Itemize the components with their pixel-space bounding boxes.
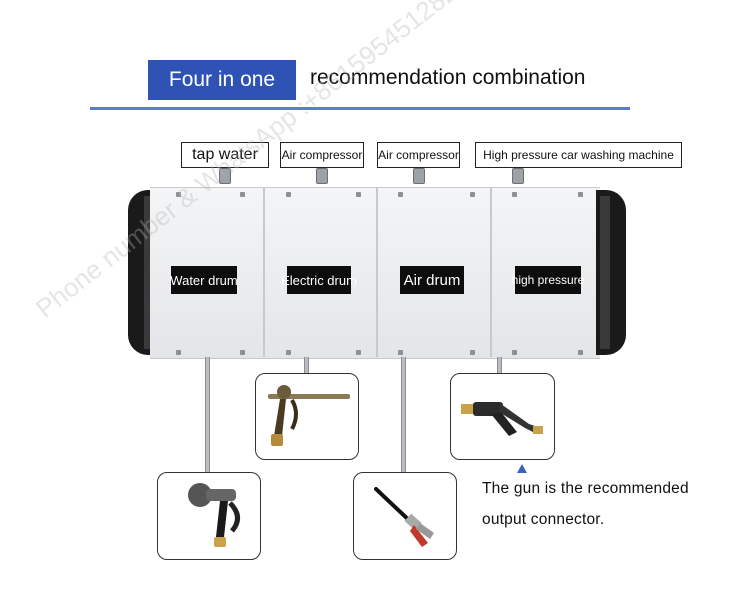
tool-box-pressure-washer-gun	[450, 373, 555, 460]
input-label-air-compressor-1: Air compressor	[280, 142, 364, 168]
caption-line-1: The gun is the recommended	[482, 480, 689, 497]
input-label-air-compressor-2: Air compressor	[377, 142, 460, 168]
pointer-triangle-icon	[517, 464, 527, 473]
drum-label-electric: Electric drum	[281, 266, 357, 294]
drum-label-high-pressure: high pressure	[512, 266, 584, 294]
bolt	[470, 192, 475, 197]
bolt	[240, 192, 245, 197]
air-blow-gun-icon	[374, 487, 434, 547]
output-hose-high-pressure	[497, 357, 502, 373]
inlet-valve-2	[316, 168, 328, 184]
drum-label-air: Air drum	[400, 266, 464, 294]
bolt	[578, 192, 583, 197]
garden-spray-gun-icon	[188, 483, 240, 547]
inlet-valve-4	[512, 168, 524, 184]
bolt	[512, 350, 517, 355]
bolt	[176, 192, 181, 197]
output-hose-water	[205, 357, 210, 472]
tool-box-brass-nozzle	[255, 373, 359, 460]
bolt	[356, 192, 361, 197]
drum-seam-1	[263, 187, 265, 357]
bolt	[398, 192, 403, 197]
caption-line-2: output connector.	[482, 511, 605, 528]
pressure-washer-gun-icon	[461, 402, 543, 436]
bolt	[240, 350, 245, 355]
inlet-valve-3	[413, 168, 425, 184]
output-hose-air	[401, 357, 406, 472]
output-hose-electric	[304, 357, 309, 373]
bolt	[286, 192, 291, 197]
bolt	[398, 350, 403, 355]
bolt	[470, 350, 475, 355]
title-divider	[90, 107, 630, 110]
brass-spray-nozzle-icon	[268, 385, 350, 446]
bolt	[356, 350, 361, 355]
drum-label-water: Water drum	[170, 266, 238, 294]
bolt	[286, 350, 291, 355]
tool-box-air-blow-gun	[353, 472, 457, 560]
right-end-cap	[596, 190, 626, 355]
input-label-tap-water: tap water	[181, 142, 269, 168]
drum-seam-2	[376, 187, 378, 357]
drum-seam-3	[490, 187, 492, 357]
page-title: recommendation combination	[310, 66, 586, 89]
title-badge-text: Four in one	[168, 68, 276, 91]
tool-box-garden-spray-gun	[157, 472, 261, 560]
inlet-valve-1	[219, 168, 231, 184]
input-label-high-pressure-machine: High pressure car washing machine	[475, 142, 682, 168]
bolt	[578, 350, 583, 355]
bolt	[512, 192, 517, 197]
title-badge: Four in one	[148, 60, 296, 100]
bolt	[176, 350, 181, 355]
